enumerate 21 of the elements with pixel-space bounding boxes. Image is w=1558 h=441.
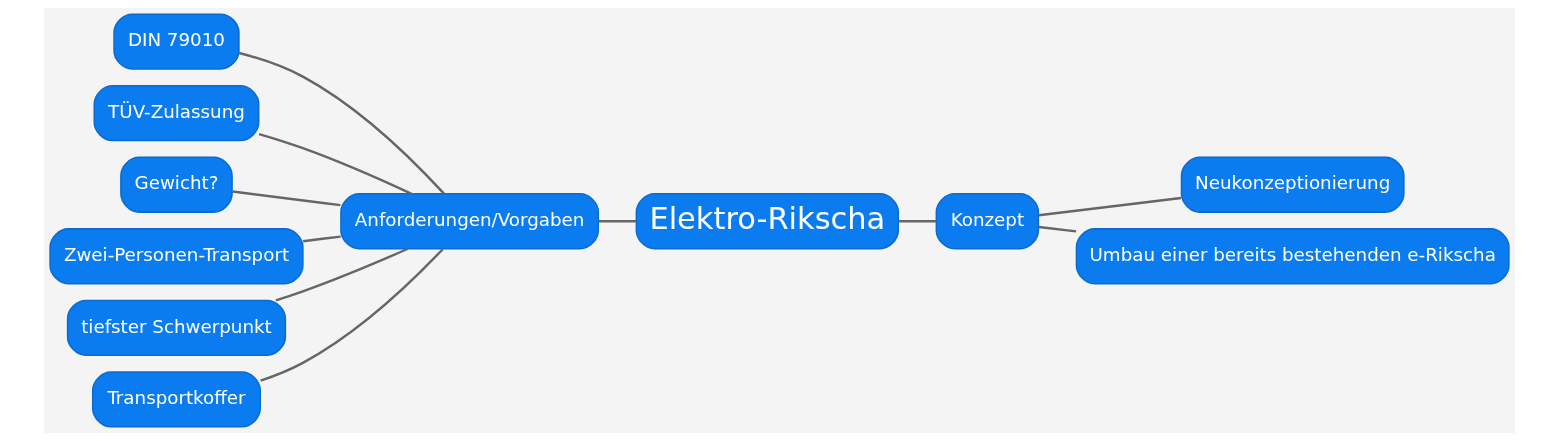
node-box: Elektro-Rikscha <box>635 193 899 250</box>
connector <box>1038 196 1181 217</box>
connector <box>231 190 340 207</box>
connector <box>238 51 445 195</box>
connector <box>259 248 444 382</box>
node-box: Konzept <box>935 193 1039 250</box>
node-box: Gewicht? <box>119 156 233 213</box>
node-box: Zwei-Personen-Transport <box>48 228 304 285</box>
connector <box>598 220 636 223</box>
connector <box>274 247 408 302</box>
node-box: DIN 79010 <box>112 13 240 70</box>
connector <box>258 132 412 195</box>
node-box: Transportkoffer <box>91 371 261 428</box>
node-box: Neukonzeptionierung <box>1180 156 1405 213</box>
node-box: Umbau einer bereits bestehenden e-Rikscha <box>1075 228 1510 285</box>
node-box: TÜV-Zulassung <box>93 84 259 142</box>
node-box: Anforderungen/Vorgaben <box>339 193 599 250</box>
connector <box>1038 225 1076 233</box>
connector <box>898 220 936 223</box>
connector <box>302 235 341 243</box>
node-box: tiefster Schwerpunkt <box>66 299 286 357</box>
